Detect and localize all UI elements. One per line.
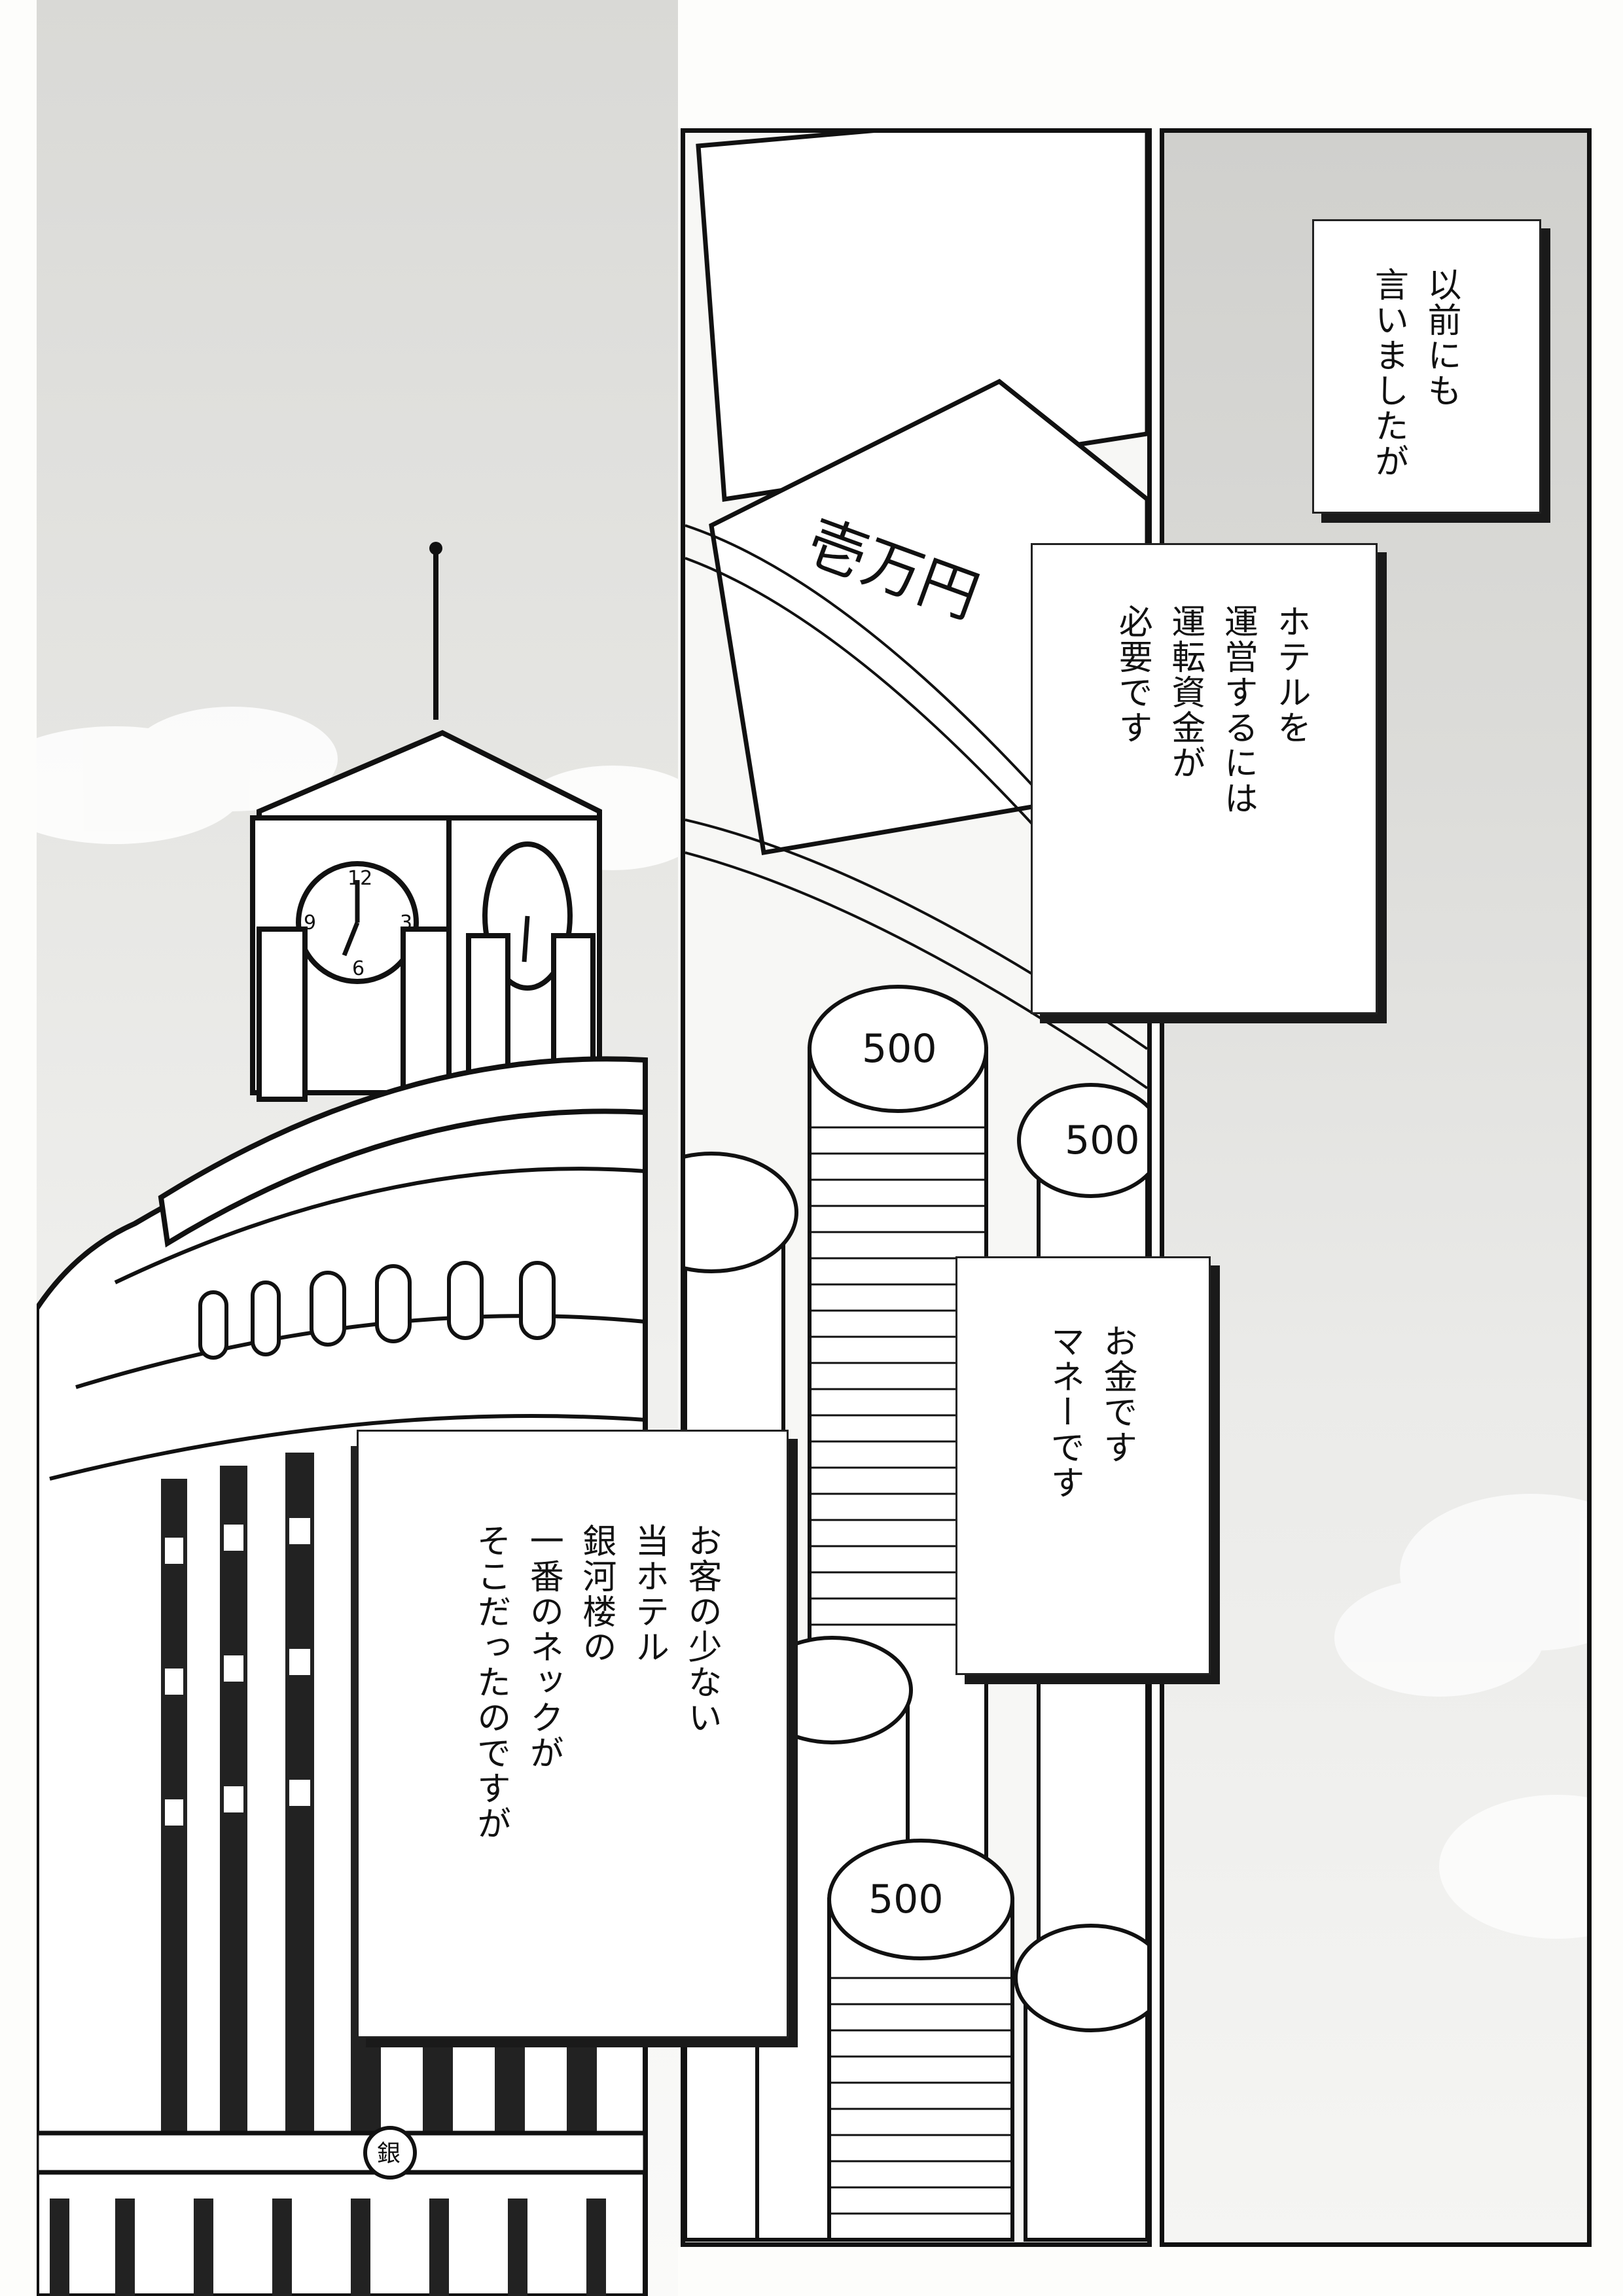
caption-box-money: お金です マネーです — [955, 1256, 1211, 1675]
building-emblem: 銀 — [377, 2140, 401, 2167]
coin-label: 500 — [868, 1877, 944, 1922]
clock-numeral-3: 3 — [400, 911, 412, 934]
caption-text-money: お金です マネーです — [1044, 1324, 1137, 1500]
caption-text-operating-funds: ホテルを 運営するには 運転資金が 必要です — [1113, 604, 1310, 816]
coin-label: 500 — [862, 1026, 937, 1072]
caption-box-hotel-bottleneck: お客の少ない 当ホテル 銀河楼の 一番のネックが そこだったのですが — [357, 1430, 789, 2038]
coin-label: 500 — [1065, 1118, 1140, 1163]
caption-text-hotel-bottleneck: お客の少ない 当ホテル 銀河楼の 一番のネックが そこだったのですが — [471, 1523, 721, 1841]
clock-numeral-6: 6 — [352, 957, 365, 980]
caption-box-operating-funds: ホテルを 運営するには 運転資金が 必要です — [1031, 543, 1378, 1014]
clock-numeral-12: 12 — [348, 867, 372, 890]
panel-clock-tower: 12 3 6 9 — [37, 0, 678, 2296]
caption-box-previously-said: 以前にも 言いましたが — [1312, 219, 1541, 514]
clock-numeral-9: 9 — [304, 911, 316, 934]
caption-text-previously-said: 以前にも 言いましたが — [1368, 267, 1461, 479]
clock-tower-illustration: 12 3 6 9 — [37, 542, 678, 2296]
sky-illustration — [1334, 1494, 1587, 1939]
